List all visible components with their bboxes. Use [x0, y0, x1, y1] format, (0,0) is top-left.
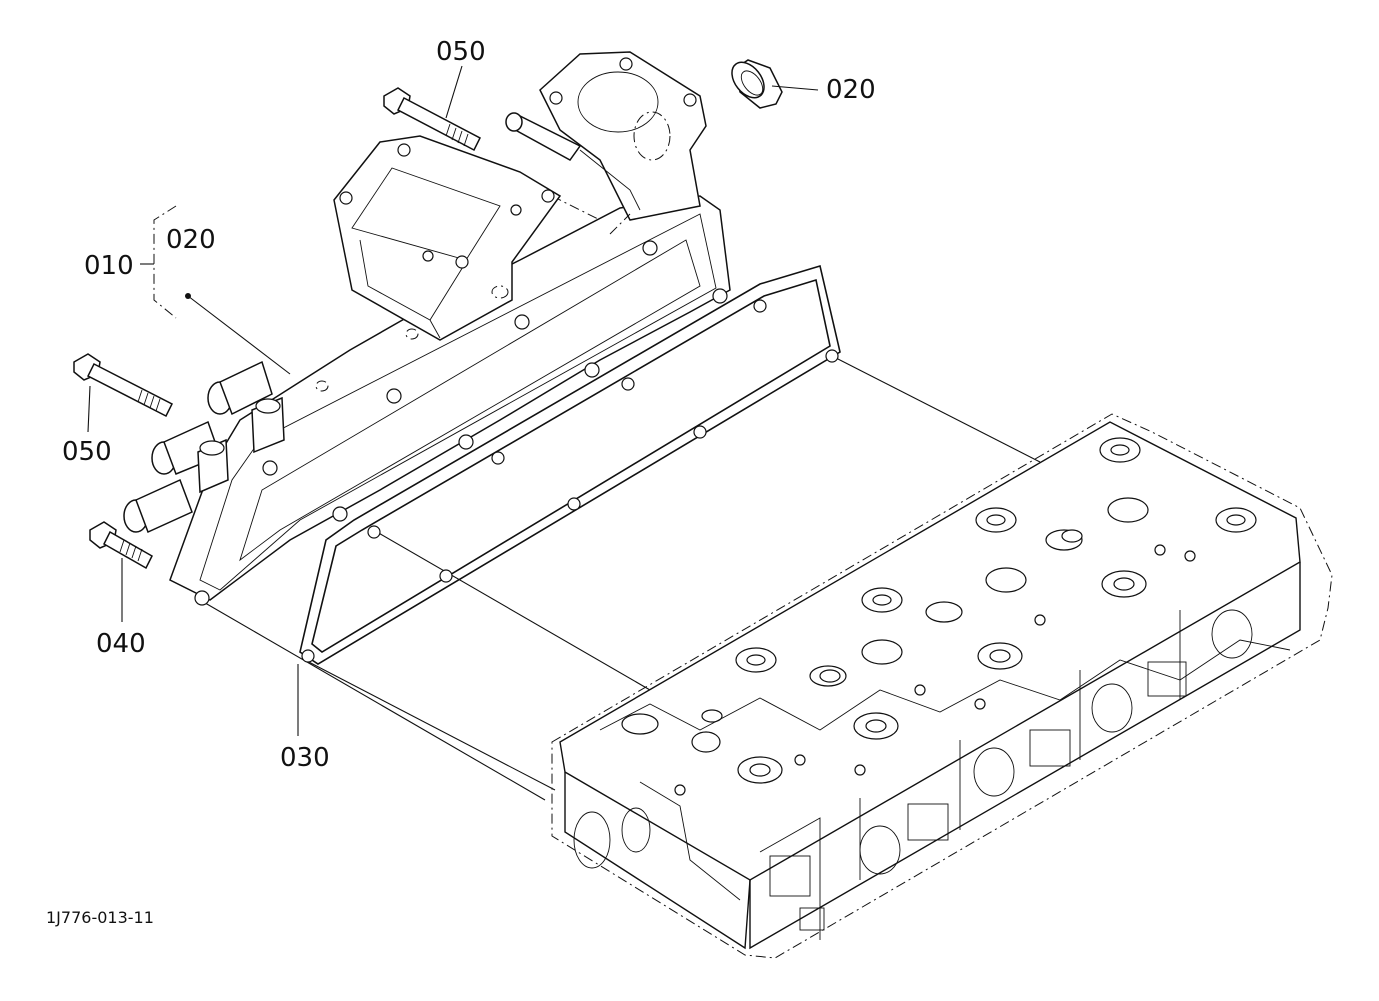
callout-gasket: 030 [280, 743, 330, 773]
callout-bolt-short: 040 [96, 629, 146, 659]
callout-dot [185, 293, 191, 299]
intake-manifold [123, 51, 731, 606]
callout-cap: 020 [826, 75, 876, 105]
callout-bolt-left: 050 [62, 437, 112, 467]
cylinder-head [551, 413, 1333, 959]
callout-assembly-sub: 020 [166, 225, 216, 255]
callout-leaders [87, 65, 819, 736]
callout-assembly: 010 [84, 251, 134, 281]
bolt-left [73, 353, 174, 418]
callout-bolt-top: 050 [436, 37, 486, 67]
drawing-number: 1J776-013-11 [46, 908, 154, 927]
gasket-part [299, 264, 841, 665]
bolt-top [383, 87, 481, 152]
plug-cap [731, 59, 783, 109]
alignment-lines [199, 195, 1041, 801]
bolt-short [89, 521, 153, 570]
